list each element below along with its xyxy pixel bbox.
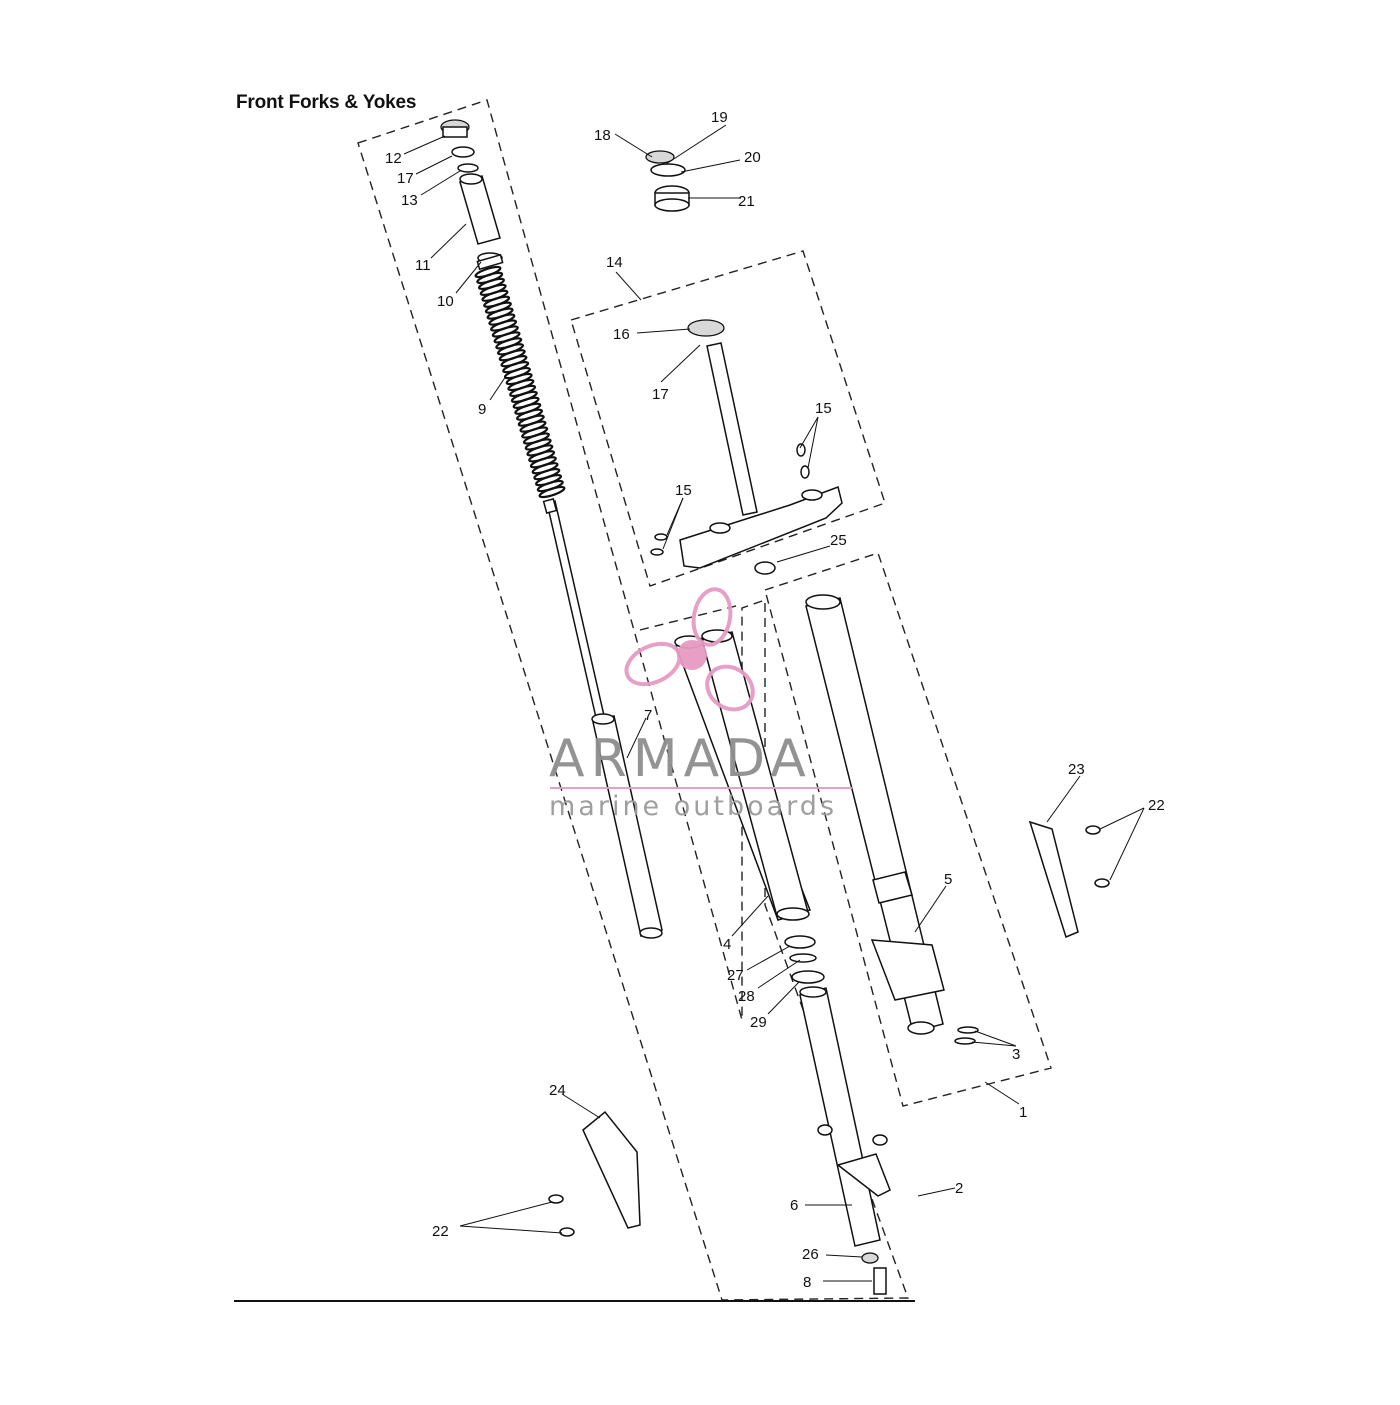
callout-15-right: 15: [815, 400, 832, 417]
callout-23: 23: [1068, 761, 1085, 778]
fork-slider-left: [799, 986, 891, 1295]
callout-17: 17: [397, 170, 414, 187]
callout-27: 27: [727, 967, 744, 984]
guard-bolt: [1094, 878, 1110, 888]
callout-4: 4: [723, 936, 731, 953]
callout-21: 21: [738, 193, 755, 210]
watermark: ARMADA marine outboards: [549, 587, 852, 822]
fork-spacer: [459, 173, 501, 245]
callout-15-left: 15: [675, 482, 692, 499]
right-leg-outline: [764, 552, 1052, 1107]
callout-28: 28: [738, 988, 755, 1005]
callout-2: 2: [955, 1180, 963, 1197]
callout-14: 14: [606, 254, 623, 271]
left-leg-outline: [639, 604, 741, 631]
callout-1: 1: [1019, 1104, 1027, 1121]
callout-17-stem: 17: [652, 386, 669, 403]
callout-29: 29: [750, 1014, 767, 1031]
callout-25: 25: [830, 532, 847, 549]
callout-22-right: 22: [1148, 797, 1165, 814]
guard-bolt: [548, 1194, 564, 1204]
diagram-title: Front Forks & Yokes: [236, 92, 417, 113]
watermark-brand: ARMADA: [549, 729, 812, 789]
circlip: [789, 953, 817, 963]
fork-guard-left: [582, 1110, 641, 1229]
callout-7: 7: [644, 707, 652, 724]
propeller-logo-icon: [624, 587, 755, 712]
callout-6: 6: [790, 1197, 798, 1214]
damper-rod: [542, 497, 663, 939]
callout-22-left: 22: [432, 1223, 449, 1240]
lower-yoke: [650, 319, 843, 575]
dust-seal: [791, 970, 825, 984]
callout-16: 16: [613, 326, 630, 343]
oil-seal: [784, 935, 816, 949]
callout-19: 19: [711, 109, 728, 126]
leader-lines: [403, 124, 1145, 1282]
fork-internals-outline: [357, 99, 909, 1301]
callout-9: 9: [478, 401, 486, 418]
callout-5: 5: [944, 871, 952, 888]
spring-coil: [538, 485, 566, 499]
callout-20: 20: [744, 149, 761, 166]
guard-bolt: [1085, 825, 1101, 835]
steering-nut-set: [645, 150, 690, 212]
callout-3: 3: [1012, 1046, 1020, 1063]
yoke-assembly-outline: [570, 250, 886, 587]
callout-18: 18: [594, 127, 611, 144]
callout-26: 26: [802, 1246, 819, 1263]
callout-10: 10: [437, 293, 454, 310]
callout-12: 12: [385, 150, 402, 167]
callout-8: 8: [803, 1274, 811, 1291]
fork-top-cap: [440, 119, 479, 173]
callout-24: 24: [549, 1082, 566, 1099]
callout-numbers: 12 17 13 11 10 9 18 19 20 21 14 16 17 15…: [385, 109, 1165, 1291]
watermark-tagline: marine outboards: [549, 791, 837, 822]
guard-bolt: [559, 1227, 575, 1237]
callout-13: 13: [401, 192, 418, 209]
fork-leg-right: [805, 594, 979, 1045]
fork-guard-right: [1028, 820, 1079, 939]
callout-11: 11: [415, 257, 431, 274]
fork-spring: [474, 265, 566, 499]
